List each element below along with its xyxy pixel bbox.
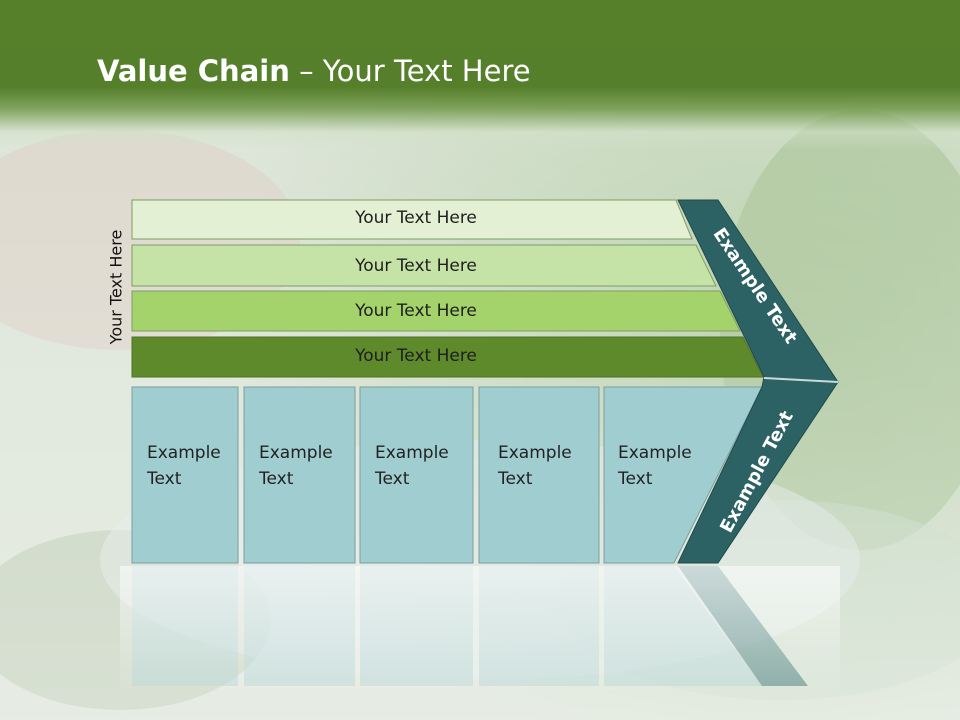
box-5-shape xyxy=(603,386,763,564)
title-bar xyxy=(0,0,960,150)
row-3-label: Your Text Here xyxy=(355,301,477,321)
box-4-shape xyxy=(478,386,600,564)
box-3-shape xyxy=(359,386,474,564)
row-1-shape xyxy=(131,199,693,240)
row-4-label: Your Text Here xyxy=(355,346,477,366)
title-rest: – Your Text Here xyxy=(289,54,531,88)
row-1-label: Your Text Here xyxy=(355,208,477,228)
page-title: Value Chain – Your Text Here xyxy=(97,54,531,88)
chevron-divider xyxy=(763,377,839,383)
box-1-shape xyxy=(131,386,239,564)
row-2-shape xyxy=(131,244,717,287)
title-bold: Value Chain xyxy=(97,54,290,88)
row-2-label: Your Text Here xyxy=(355,256,477,276)
row-3-shape xyxy=(131,290,741,332)
box-2-shape xyxy=(243,386,356,564)
row-4-shape xyxy=(131,336,764,378)
chevron-arrow xyxy=(677,199,839,564)
